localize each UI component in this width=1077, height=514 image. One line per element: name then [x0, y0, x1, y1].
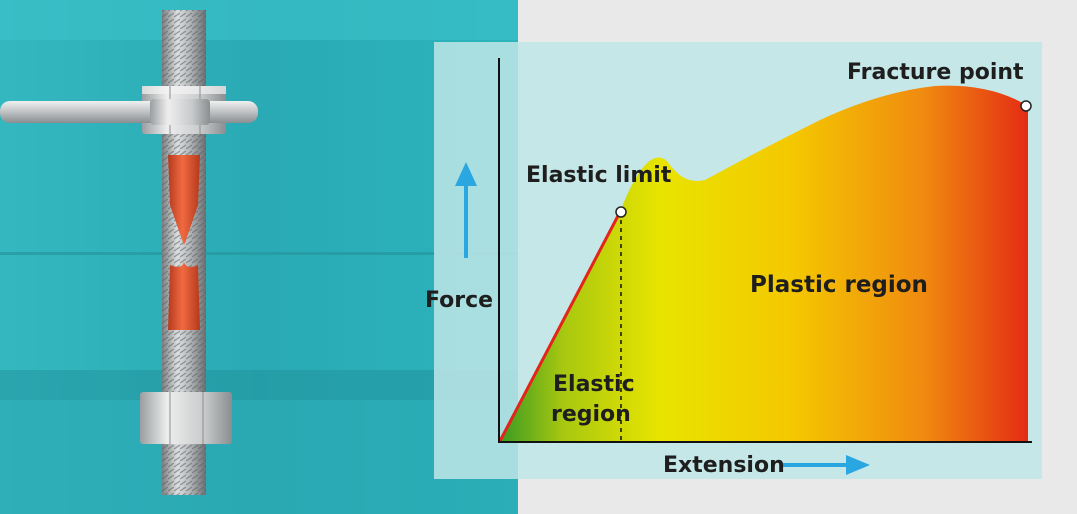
testing-machine-background: [0, 0, 518, 514]
force-label: Force: [425, 288, 493, 313]
extension-label: Extension: [663, 453, 785, 478]
force-arrow-icon: [455, 162, 477, 258]
fracture-point-marker: [1020, 100, 1032, 112]
area-under-curve: [500, 85, 1028, 442]
plastic-region-label: Plastic region: [750, 272, 928, 298]
elastic-limit-point: [615, 206, 627, 218]
elastic-limit-label: Elastic limit: [526, 163, 672, 188]
specimen-bolt: [140, 10, 232, 495]
clamp-bar: [0, 99, 258, 125]
elastic-line: [498, 211, 622, 442]
elastic-region-label-line1: Elastic: [553, 372, 635, 397]
fracture-point-label: Fracture point: [847, 60, 1024, 85]
extension-arrow-icon: [782, 455, 870, 475]
elastic-region-label-line2: region: [551, 402, 631, 427]
